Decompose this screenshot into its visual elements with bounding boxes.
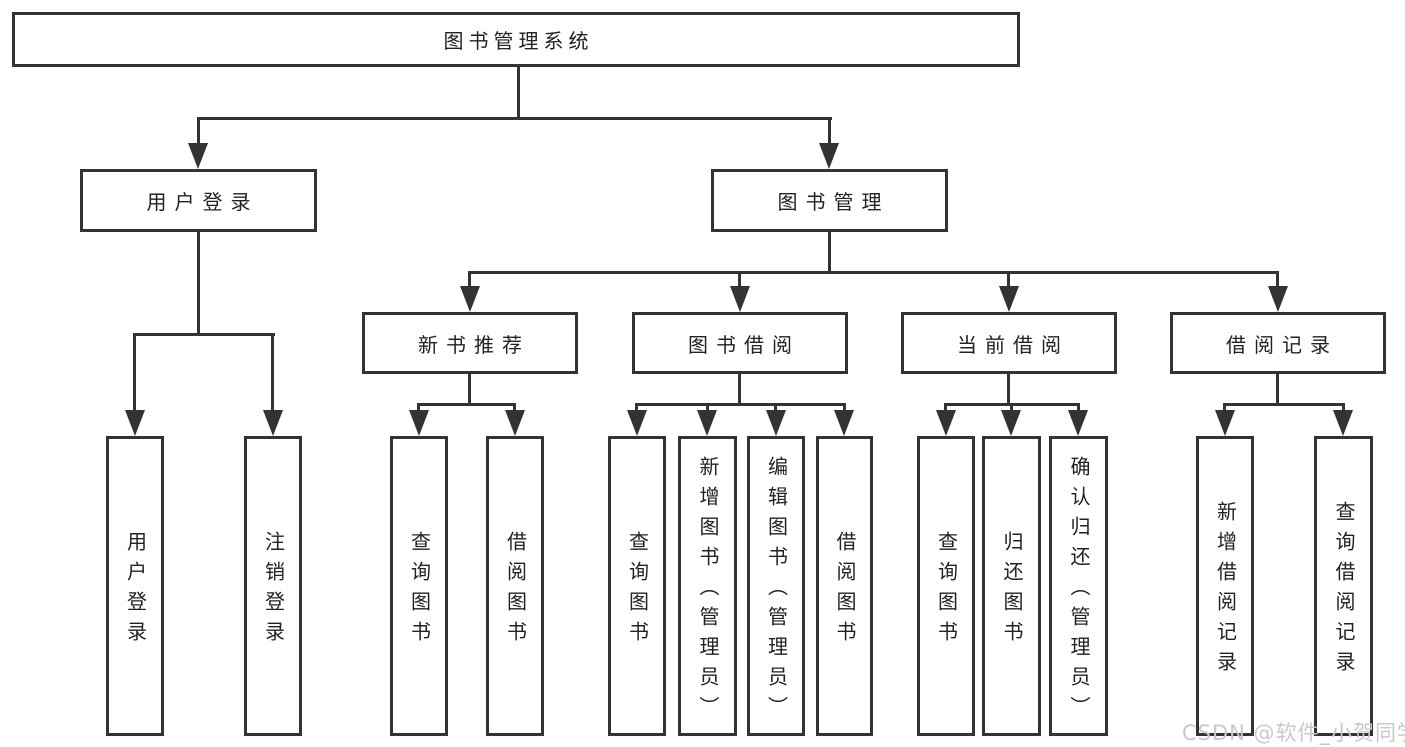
- connector-root-stem: [517, 66, 520, 119]
- arrow-g4-query-record: [1333, 410, 1353, 436]
- connector-g1-stem: [468, 374, 471, 405]
- node-borrowing-records: 借阅记录: [1170, 312, 1386, 374]
- arrow-borrowing-records: [1268, 286, 1288, 312]
- leaf-g2-query-books-label: 查询图书: [625, 531, 650, 651]
- connector-g2-bar: [635, 403, 846, 406]
- node-current-borrowing: 当前借阅: [901, 312, 1117, 374]
- connector-drop-borrowing-records: [1276, 273, 1279, 288]
- connector-drop-leaf-user-login: [133, 335, 136, 413]
- node-borrowing-records-label: 借阅记录: [1226, 332, 1338, 357]
- leaf-g2-borrow-books-label: 借阅图书: [833, 531, 857, 651]
- arrow-g2-add-books: [697, 410, 717, 436]
- leaf-g3-return-books-label: 归还图书: [1000, 531, 1024, 651]
- leaf-g3-return-books: 归还图书: [982, 436, 1041, 736]
- arrow-g1-borrow-books: [505, 410, 525, 436]
- connector-drop-current-borrowing: [1007, 273, 1010, 288]
- connector-g3-drop2: [1010, 405, 1013, 413]
- connector-g1-drop1: [417, 405, 420, 413]
- connector-user-login-bar: [133, 333, 275, 336]
- node-current-borrowing-label: 当前借阅: [957, 332, 1069, 357]
- arrow-new-book-rec: [460, 286, 480, 312]
- node-book-management-label: 图书管理: [777, 190, 890, 214]
- arrow-g4-add-record: [1215, 410, 1235, 436]
- leaf-g4-query-borrow-record: 查询借阅记录: [1314, 436, 1373, 736]
- leaf-g3-confirm-return-admin: 确认归还（管理员）: [1049, 436, 1108, 736]
- node-new-book-recommendation-label: 新书推荐: [418, 332, 530, 357]
- leaf-g2-query-books: 查询图书: [608, 436, 666, 736]
- leaf-g2-add-books-admin-label: 新增图书（管理员）: [696, 456, 720, 726]
- connector-g4-drop1: [1223, 405, 1226, 413]
- leaf-g1-borrow-books: 借阅图书: [486, 436, 544, 736]
- leaf-g2-add-books-admin: 新增图书（管理员）: [678, 436, 737, 736]
- leaf-g1-borrow-books-label: 借阅图书: [503, 531, 528, 651]
- leaf-logout: 注销登录: [244, 436, 302, 736]
- arrow-leaf-logout: [263, 410, 283, 436]
- watermark: CSDN @软件_小贺同学: [1182, 721, 1405, 745]
- connector-g4-bar: [1223, 403, 1345, 406]
- connector-g2-drop3: [774, 405, 777, 413]
- leaf-g4-query-borrow-record-label: 查询借阅记录: [1332, 501, 1356, 681]
- connector-g3-stem: [1007, 374, 1010, 405]
- node-book-management: 图书管理: [711, 169, 948, 232]
- leaf-g3-query-books: 查询图书: [917, 436, 975, 736]
- arrow-g3-confirm-return: [1068, 410, 1088, 436]
- arrow-leaf-user-login: [125, 410, 145, 436]
- arrow-g2-edit-books: [766, 410, 786, 436]
- connector-g2-drop2: [706, 405, 709, 413]
- connector-g3-drop3: [1077, 405, 1080, 413]
- leaf-g2-edit-books-admin: 编辑图书（管理员）: [747, 436, 805, 736]
- leaf-g4-add-borrow-record-label: 新增借阅记录: [1213, 501, 1238, 681]
- connector-drop-leaf-logout: [271, 335, 274, 413]
- connector-g2-stem: [738, 374, 741, 405]
- leaf-g1-query-books: 查询图书: [390, 436, 448, 736]
- arrow-current-borrowing: [999, 286, 1019, 312]
- leaf-g4-add-borrow-record: 新增借阅记录: [1196, 436, 1254, 736]
- connector-root-bar: [197, 117, 832, 120]
- node-user-login-label: 用户登录: [146, 190, 259, 214]
- connector-drop-book-management: [828, 119, 831, 147]
- connector-g2-drop1: [635, 405, 638, 413]
- connector-drop-book-borrowing: [738, 273, 741, 288]
- connector-g1-bar: [417, 403, 516, 406]
- connector-user-login-stem: [197, 232, 200, 335]
- connector-g1-drop2: [513, 405, 516, 413]
- arrow-user-login: [188, 143, 208, 169]
- connector-book-management-bar: [468, 271, 1279, 274]
- node-library-management-system: 图书管理系统: [12, 12, 1020, 67]
- connector-g4-drop2: [1342, 405, 1345, 413]
- arrow-g2-query-books: [627, 410, 647, 436]
- node-book-borrowing: 图书借阅: [632, 312, 848, 374]
- arrow-g2-borrow-books: [834, 410, 854, 436]
- leaf-logout-label: 注销登录: [261, 531, 286, 651]
- leaf-g2-edit-books-admin-label: 编辑图书（管理员）: [764, 456, 789, 726]
- connector-g2-drop4: [843, 405, 846, 413]
- leaf-g1-query-books-label: 查询图书: [407, 531, 432, 651]
- arrow-g1-query-books: [409, 410, 429, 436]
- node-user-login: 用户登录: [80, 169, 317, 232]
- leaf-g2-borrow-books: 借阅图书: [816, 436, 873, 736]
- leaf-g3-query-books-label: 查询图书: [934, 531, 959, 651]
- leaf-user-login: 用户登录: [106, 436, 164, 736]
- leaf-g3-confirm-return-admin-label: 确认归还（管理员）: [1067, 456, 1091, 726]
- connector-drop-new-book-rec: [468, 273, 471, 288]
- node-book-borrowing-label: 图书借阅: [688, 332, 800, 357]
- node-new-book-recommendation: 新书推荐: [362, 312, 578, 374]
- arrow-g3-query-books: [936, 410, 956, 436]
- connector-drop-user-login: [197, 119, 200, 147]
- leaf-user-login-label: 用户登录: [123, 531, 148, 651]
- connector-g3-bar: [944, 403, 1080, 406]
- connector-g4-stem: [1276, 374, 1279, 405]
- node-library-management-system-label: 图书管理系统: [443, 29, 594, 53]
- connector-book-management-stem: [828, 232, 831, 274]
- arrow-book-borrowing: [730, 286, 750, 312]
- connector-g3-drop1: [944, 405, 947, 413]
- arrow-book-management: [819, 143, 839, 169]
- arrow-g3-return-books: [1001, 410, 1021, 436]
